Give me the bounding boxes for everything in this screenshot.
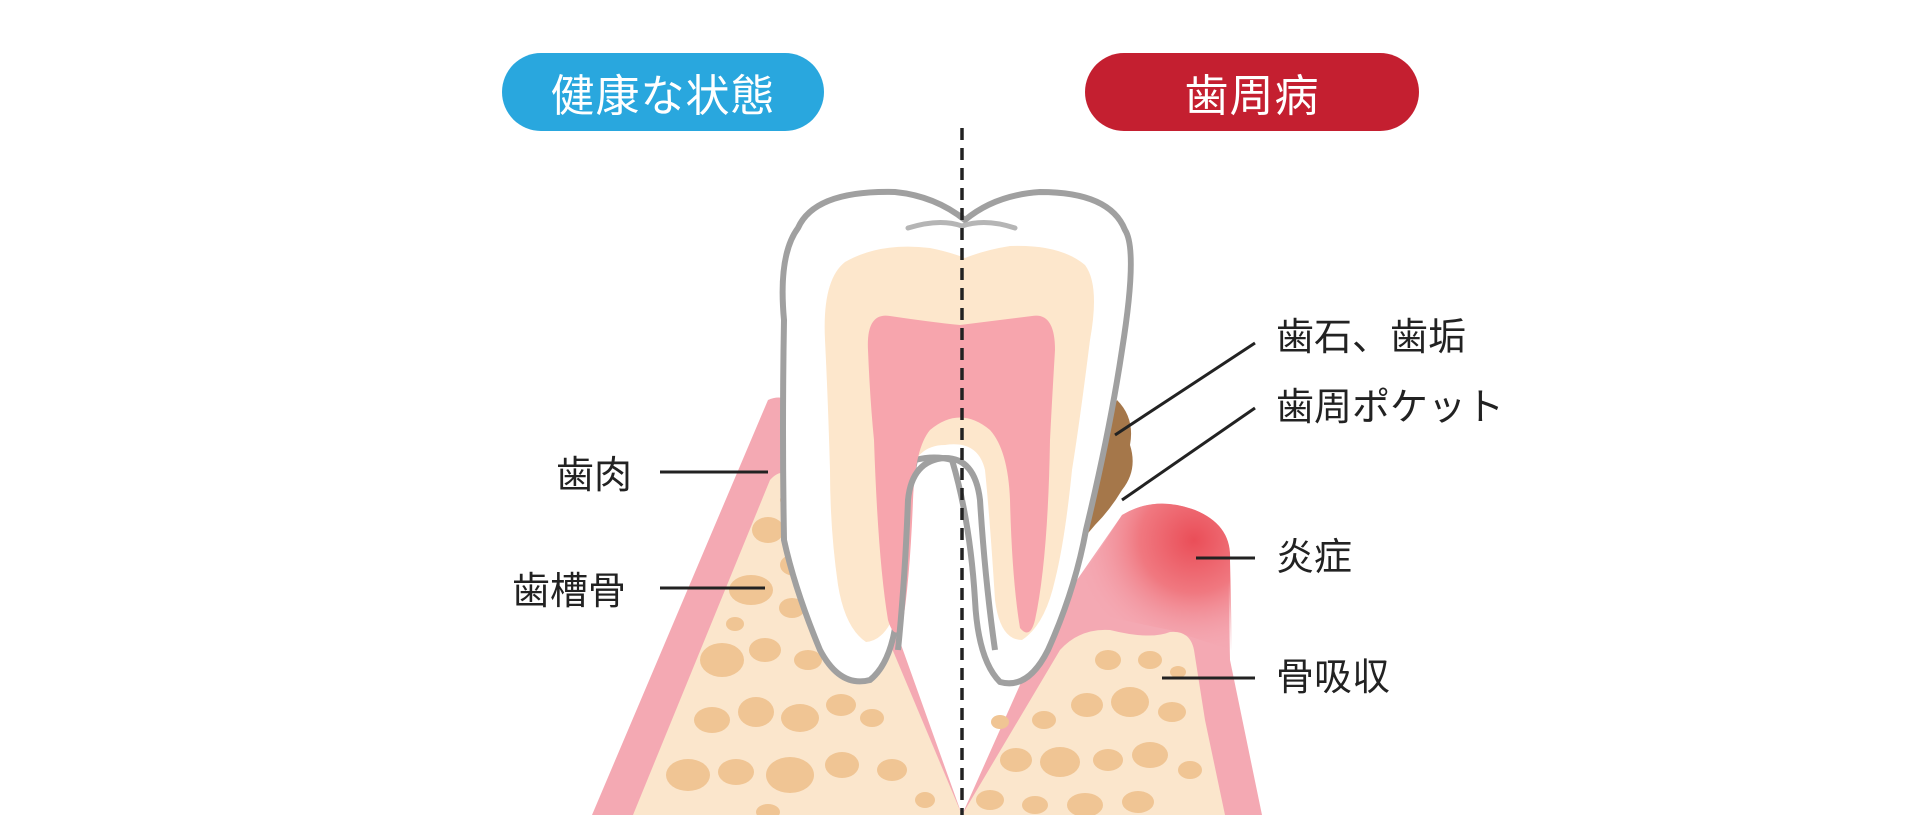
label-bone-resorption: 骨吸収 — [1276, 655, 1391, 699]
tooth — [779, 188, 1134, 687]
label-tartar-plaque: 歯石、歯垢 — [1276, 315, 1467, 359]
inflammation-area — [1080, 503, 1232, 650]
periodontal-disease-badge: 歯周病 — [1085, 53, 1419, 131]
healthy-state-label: 健康な状態 — [550, 71, 776, 122]
label-inflammation: 炎症 — [1276, 535, 1353, 579]
label-periodontal-pocket: 歯周ポケット — [1276, 385, 1505, 429]
leader-tartar — [1114, 341, 1256, 437]
leader-lines — [660, 341, 1256, 680]
label-gum: 歯肉 — [556, 453, 633, 497]
tooth-dentin — [824, 245, 1094, 642]
disease-side — [962, 400, 1262, 815]
periodontal-disease-label: 歯周病 — [1184, 71, 1320, 122]
tooth-top-groove — [905, 220, 1018, 231]
tooth-pulp — [867, 315, 1055, 633]
leader-pocket — [1121, 406, 1256, 502]
disease-alveolar-bone — [962, 629, 1225, 815]
healthy-state-badge: 健康な状態 — [502, 53, 824, 131]
pulp-inner-outline — [895, 454, 998, 651]
label-alveolar-bone: 歯槽骨 — [512, 569, 627, 613]
